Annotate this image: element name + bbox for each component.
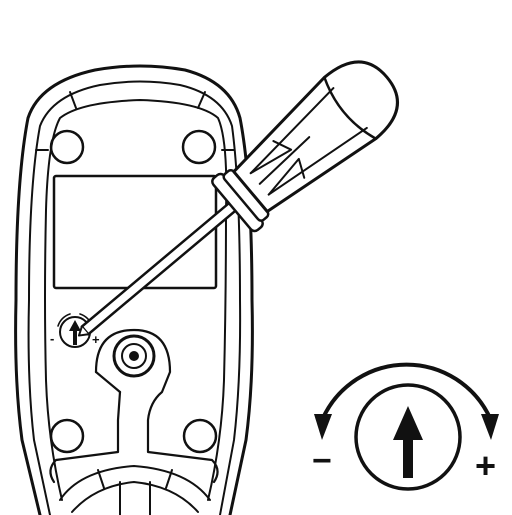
small-minus-sign: -	[50, 331, 54, 346]
large-adjustment-dial: − +	[312, 362, 499, 491]
large-minus-sign: −	[312, 442, 332, 480]
screwdriver-icon	[77, 60, 399, 337]
small-adjustment-screw: - +	[50, 313, 100, 348]
rotation-arrow-icon	[321, 362, 492, 420]
large-plus-sign: +	[475, 445, 496, 486]
small-plus-sign: +	[92, 332, 100, 347]
device-housing	[14, 64, 254, 515]
up-arrow-icon	[393, 406, 423, 478]
small-up-arrow-icon	[69, 320, 81, 345]
